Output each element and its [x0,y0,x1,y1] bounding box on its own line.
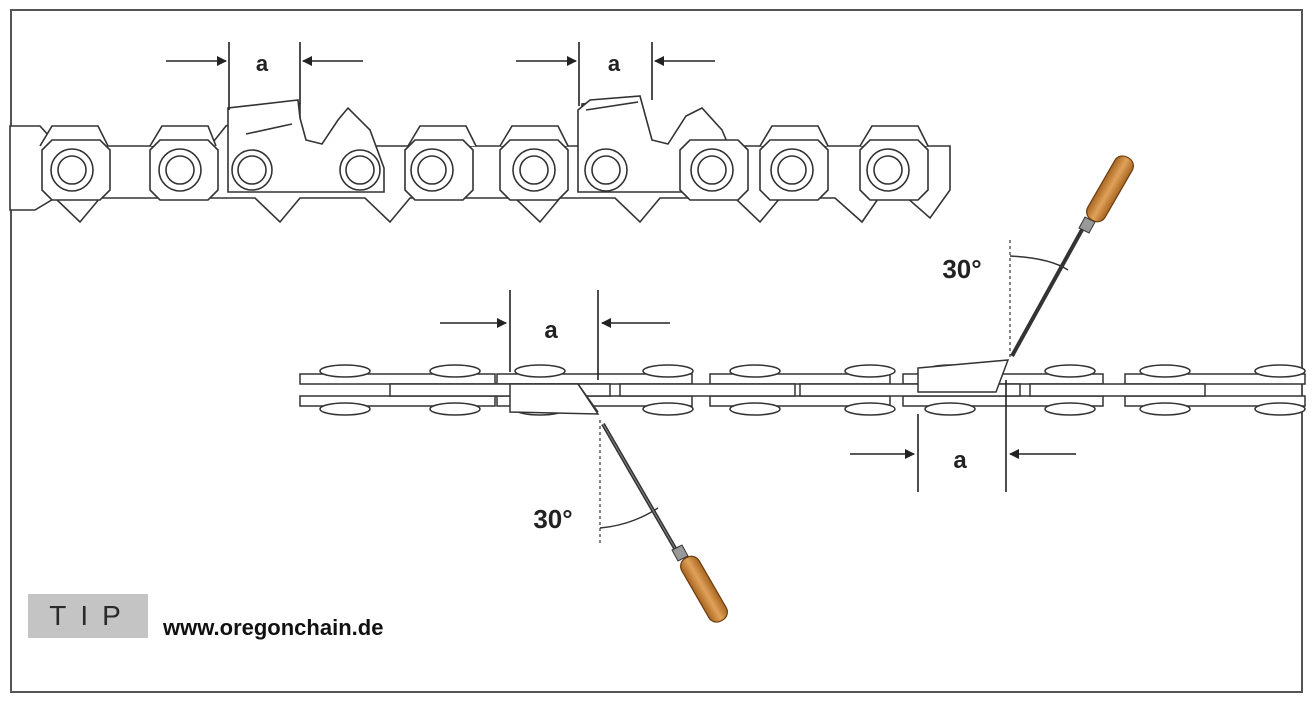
angle-label-upper: 30° [942,254,981,284]
chain-top-view [299,359,1306,416]
chain-side-view [9,95,951,224]
angle-label-lower: 30° [533,504,572,534]
gap-label-top-right: a [608,51,621,76]
gap-label-top-left: a [256,51,269,76]
dimension-top-right [516,42,715,106]
dimension-middle [440,290,670,380]
file-upper [1009,155,1134,360]
tip-badge [28,594,148,638]
tip-label: TIP [49,600,135,631]
file-lower [599,420,728,623]
gap-label-middle: a [544,317,558,344]
gap-label-bottom-right: a [953,447,967,474]
diagram-frame [10,9,1303,693]
dimension-top-left [166,42,363,110]
dimension-bottom-right [850,380,1076,492]
website-url: www.oregonchain.de [163,615,384,640]
